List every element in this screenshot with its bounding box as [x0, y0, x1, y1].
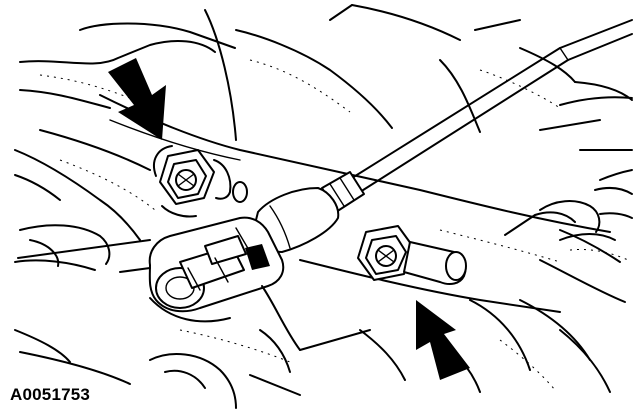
shift-cable-rod [253, 19, 633, 253]
lower-right-nut [357, 225, 467, 285]
cable-end-clip [148, 216, 301, 351]
right-side-parts [539, 186, 633, 261]
support-bracket [14, 94, 626, 313]
arrow-upper-left [108, 58, 166, 140]
upper-body-panel [19, 4, 633, 181]
arrow-lower-right [416, 300, 470, 380]
figure-id-label: A0051753 [10, 385, 91, 404]
lower-components [14, 224, 611, 409]
upper-left-nut [153, 145, 248, 218]
